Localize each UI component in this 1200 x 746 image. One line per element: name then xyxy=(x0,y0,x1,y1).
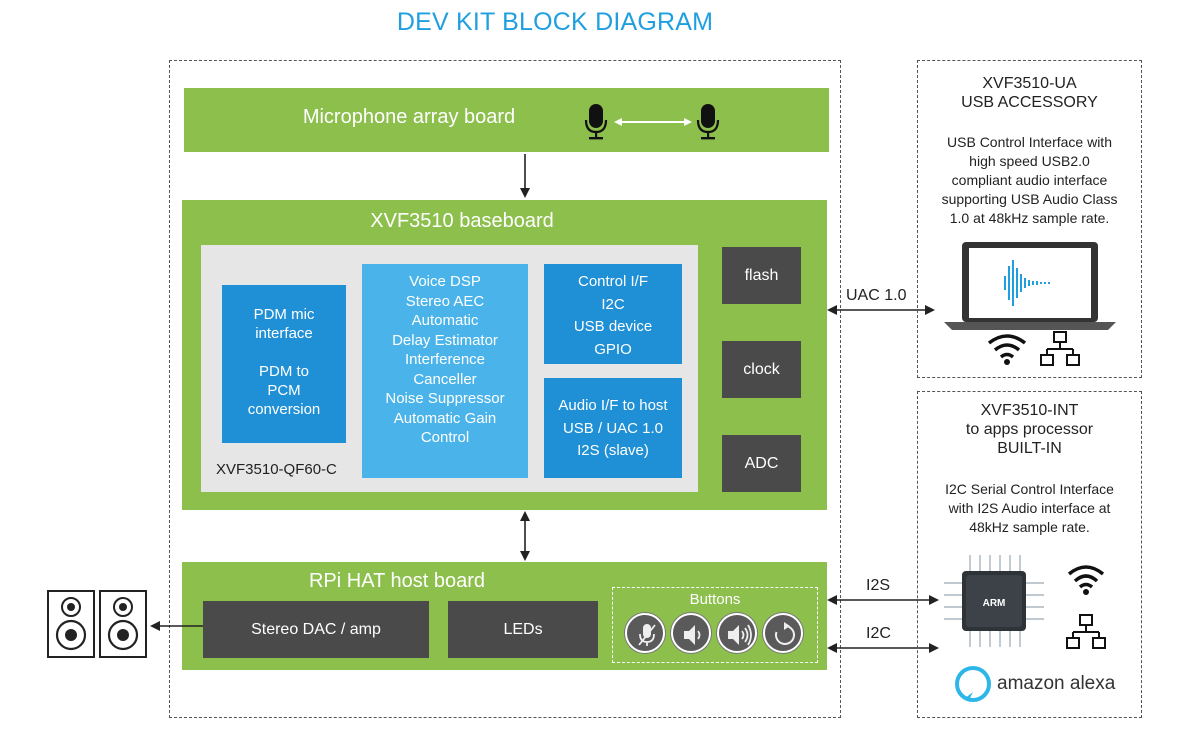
audio-waveform-icon xyxy=(1004,260,1050,306)
dsp-line: Voice DSP xyxy=(409,273,481,290)
dsp-line: Automatic Gain xyxy=(393,409,497,427)
int-description: I2C Serial Control Interface with I2S Au… xyxy=(917,480,1142,537)
i2c-link-arrow xyxy=(827,643,939,653)
pdm-spacer xyxy=(222,343,346,362)
audio-interface-block: Audio I/F to host USB / UAC 1.0 I2S (sla… xyxy=(544,378,682,478)
voice-dsp-block: Voice DSP Stereo AEC Automatic Delay Est… xyxy=(362,264,528,478)
pdm-line: PDM to xyxy=(258,363,309,380)
rpi-board-label: RPi HAT host board xyxy=(308,570,485,592)
ua-desc-line: 1.0 at 48kHz sample rate. xyxy=(949,210,1110,226)
speaker-icon xyxy=(47,590,95,658)
speakers-icon xyxy=(47,590,147,658)
pdm-line: PDM mic xyxy=(253,306,315,323)
int-title-line: BUILT-IN xyxy=(997,440,1062,457)
ua-title-line: USB ACCESSORY xyxy=(961,94,1098,111)
baseboard-label: XVF3510 baseboard xyxy=(370,210,554,232)
uac-link-arrow xyxy=(827,305,935,315)
uac-link-label: UAC 1.0 xyxy=(846,287,907,304)
ua-desc-line: supporting USB Audio Class xyxy=(941,191,1118,207)
microphone-array-board xyxy=(184,88,829,152)
ua-desc-line: USB Control Interface with xyxy=(947,134,1112,150)
arm-processor-icon: ARM xyxy=(944,555,1044,647)
audio-line: USB / UAC 1.0 xyxy=(562,419,664,437)
microphone-array-board-label: Microphone array board xyxy=(302,106,516,128)
ua-desc-line: high speed USB2.0 xyxy=(969,153,1090,169)
laptop-icon xyxy=(944,242,1116,330)
pdm-line: conversion xyxy=(247,401,321,418)
bidirectional-arrow-vertical xyxy=(520,511,530,561)
mic-mute-icon xyxy=(638,624,656,646)
control-line: GPIO xyxy=(594,340,632,358)
reset-button[interactable] xyxy=(763,613,803,653)
control-line: I2C xyxy=(601,295,625,313)
ua-title: XVF3510-UA USB ACCESSORY xyxy=(917,74,1142,112)
int-title: XVF3510-INT to apps processor BUILT-IN xyxy=(917,401,1142,458)
speaker-icon xyxy=(99,590,147,658)
pdm-interface-block: PDM mic interface PDM to PCM conversion xyxy=(222,285,346,443)
arrow-to-speakers xyxy=(150,621,203,631)
volume-down-button[interactable] xyxy=(671,613,711,653)
clock-block: clock xyxy=(722,341,801,398)
int-desc-line: with I2S Audio interface at xyxy=(948,500,1111,516)
int-desc-line: 48kHz sample rate. xyxy=(969,519,1090,535)
stereo-dac-amp-block: Stereo DAC / amp xyxy=(203,601,429,658)
buttons-group xyxy=(612,587,818,663)
dsp-line: Stereo AEC xyxy=(405,292,485,310)
network-icon xyxy=(1066,614,1106,649)
flash-block: flash xyxy=(722,247,801,304)
volume-up-button[interactable] xyxy=(717,613,757,653)
wifi-icon xyxy=(1067,565,1105,595)
chip-part-number: XVF3510-QF60-C xyxy=(216,461,337,478)
microphone-icon xyxy=(584,104,608,140)
microphone-icon xyxy=(696,104,720,140)
dsp-line: Control xyxy=(420,429,470,446)
microphone-pair-icon xyxy=(584,104,720,140)
control-interface-block: Control I/F I2C USB device GPIO xyxy=(544,264,682,364)
arrow-down xyxy=(520,154,530,198)
mic-mute-button[interactable] xyxy=(625,613,665,653)
int-desc-line: I2C Serial Control Interface xyxy=(945,481,1114,497)
wifi-icon xyxy=(987,334,1027,365)
usb-accessory-box xyxy=(917,60,1142,378)
int-title-line: to apps processor xyxy=(965,421,1094,438)
arm-chip-text: ARM xyxy=(983,598,1006,609)
reset-icon xyxy=(775,622,795,645)
volume-up-icon xyxy=(728,624,752,646)
dsp-line: Automatic xyxy=(411,312,479,329)
network-icon xyxy=(1040,331,1080,366)
i2c-link-label: I2C xyxy=(866,625,891,642)
ua-title-line: XVF3510-UA xyxy=(982,75,1077,92)
volume-down-icon xyxy=(684,625,701,645)
dev-kit-boundary xyxy=(169,60,841,718)
control-line: USB device xyxy=(573,318,653,335)
alexa-logo-icon xyxy=(955,666,991,702)
i2s-link-arrow xyxy=(827,595,939,605)
pdm-line: PCM xyxy=(267,382,301,399)
dsp-line: Canceller xyxy=(413,370,477,388)
audio-line: I2S (slave) xyxy=(577,442,649,459)
alexa-brand-text: amazon alexa xyxy=(997,673,1116,694)
diagram-title: DEV KIT BLOCK DIAGRAM xyxy=(396,8,714,36)
buttons-label: Buttons xyxy=(689,591,741,608)
adc-block: ADC xyxy=(722,435,801,492)
ua-desc-line: compliant audio interface xyxy=(951,172,1108,188)
leds-block: LEDs xyxy=(448,601,598,658)
built-in-box xyxy=(917,391,1142,718)
control-line: Control I/F xyxy=(577,273,649,290)
pdm-line: interface xyxy=(255,325,313,342)
i2s-link-label: I2S xyxy=(866,577,891,594)
int-title-line: XVF3510-INT xyxy=(980,402,1079,419)
dsp-line: Delay Estimator xyxy=(392,331,498,349)
dsp-line: Interference xyxy=(404,351,486,368)
audio-line: Audio I/F to host xyxy=(558,397,668,414)
dsp-line: Noise Suppressor xyxy=(385,390,505,407)
ua-description: USB Control Interface with high speed US… xyxy=(917,133,1142,228)
